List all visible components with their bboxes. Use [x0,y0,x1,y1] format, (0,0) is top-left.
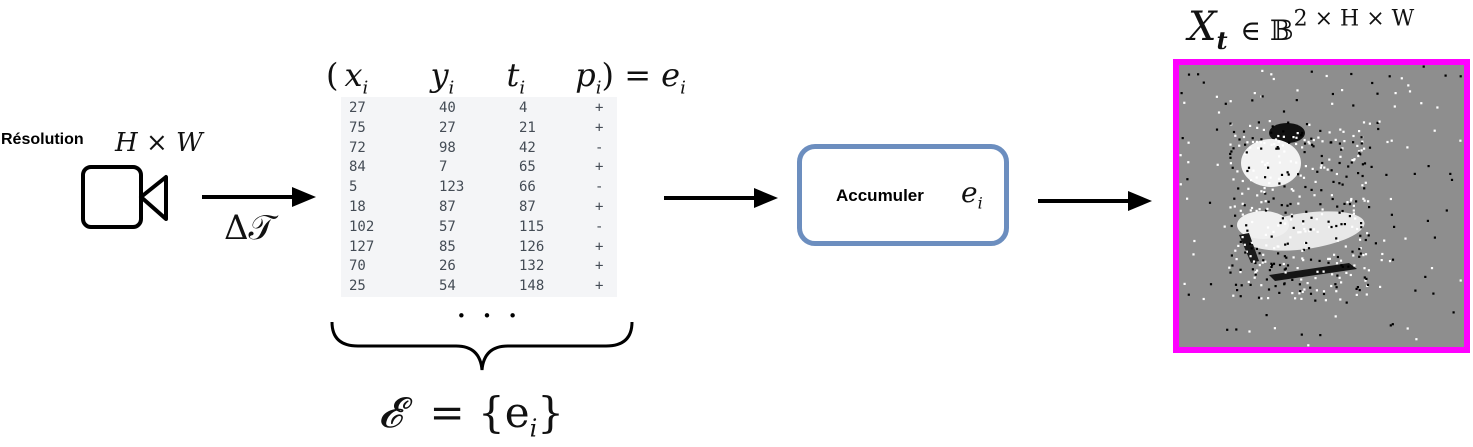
table-cell: 54 [439,278,456,295]
event-table: 27 40 4 +75 27 21 +72 98 42 - 84 7 65 +5 123 66 - 18 87 87 +… [341,97,617,297]
table-cell: 7 [439,159,448,176]
delta-t-label: Δ𝒯 [224,208,275,248]
table-cell: 148 [519,278,545,295]
output-sub: t [1216,26,1228,55]
table-row: 127 85 126 + [349,238,615,258]
table-cell: - [595,179,604,196]
table-cell: 84 [349,159,366,176]
table-cell: + [595,119,604,136]
arrow-table-to-accumulator [664,188,778,208]
table-cell: 87 [439,198,456,215]
table-cell: 65 [519,159,536,176]
accumulator-label: Accumuler [836,186,924,205]
table-cell: 66 [519,179,536,196]
arrow-camera-to-table [202,187,316,207]
table-cell: 26 [439,258,456,275]
table-cell: 132 [519,258,545,275]
accumulator-math: ei [961,176,983,213]
resolution-math: H × W [115,128,203,158]
table-cell: 5 [349,179,358,196]
table-cell: 85 [439,238,456,255]
table-row: 102 57 115 - [349,218,615,238]
event-image-pixels [1179,65,1462,347]
table-cell: - [595,139,604,156]
table-row: 72 98 42 - [349,139,615,159]
table-row: 27 40 4 + [349,99,615,119]
arrow-accumulator-to-frame [1038,191,1152,211]
table-cell: 127 [349,238,375,255]
underbrace [330,321,634,371]
table-cell: 40 [439,100,456,116]
table-cell: + [595,198,604,215]
table-cell: 87 [519,198,536,215]
table-row: 70 26 132 + [349,257,615,277]
set-subscript: i [529,414,538,443]
table-row: 75 27 21 + [349,119,615,139]
accumulator-e: e [961,176,978,209]
set-equals: = {e [429,388,530,437]
set-symbol: 𝓔 [378,388,403,437]
table-cell: 75 [349,119,366,136]
event-set-label: 𝓔 = {ei} [378,388,564,442]
table-cell: 18 [349,198,366,215]
video-camera-icon [81,165,168,229]
table-cell: 72 [349,139,366,156]
table-cell: 27 [349,100,366,116]
table-row: 5 123 66 - [349,178,615,198]
output-set: ∈ 𝔹 [1240,14,1294,47]
table-header-math: (xi yi ti pi) = ei [326,56,686,99]
table-cell: 4 [519,100,528,116]
output-event-frame [1173,59,1470,353]
accumulator-sub: i [977,193,983,213]
table-cell: + [595,258,604,275]
table-row: 25 54 148 + [349,277,615,297]
table-cell: + [595,159,604,176]
output-title: Xt ∈ 𝔹2 × H × W [1188,4,1414,55]
event-frame-image [1179,65,1464,347]
table-ellipsis: · · · [456,296,521,336]
table-cell: 57 [439,218,456,235]
table-cell: 70 [349,258,366,275]
resolution-label: Résolution [1,131,84,148]
table-row: 18 87 87 + [349,198,615,218]
table-row: 84 7 65 + [349,158,615,178]
table-cell: 27 [439,119,456,136]
table-cell: 21 [519,119,536,136]
table-cell: 42 [519,139,536,156]
table-cell: 126 [519,238,545,255]
set-close: } [537,388,564,437]
table-cell: 98 [439,139,456,156]
table-cell: + [595,100,604,116]
table-cell: 102 [349,218,375,235]
accumulator-box [797,144,1009,246]
table-cell: - [595,218,604,235]
table-cell: 25 [349,278,366,295]
output-sup: 2 × H × W [1293,6,1415,32]
table-cell: 123 [439,179,465,196]
output-x: X [1188,4,1217,50]
table-cell: + [595,278,604,295]
table-cell: 115 [519,218,545,235]
table-cell: + [595,238,604,255]
